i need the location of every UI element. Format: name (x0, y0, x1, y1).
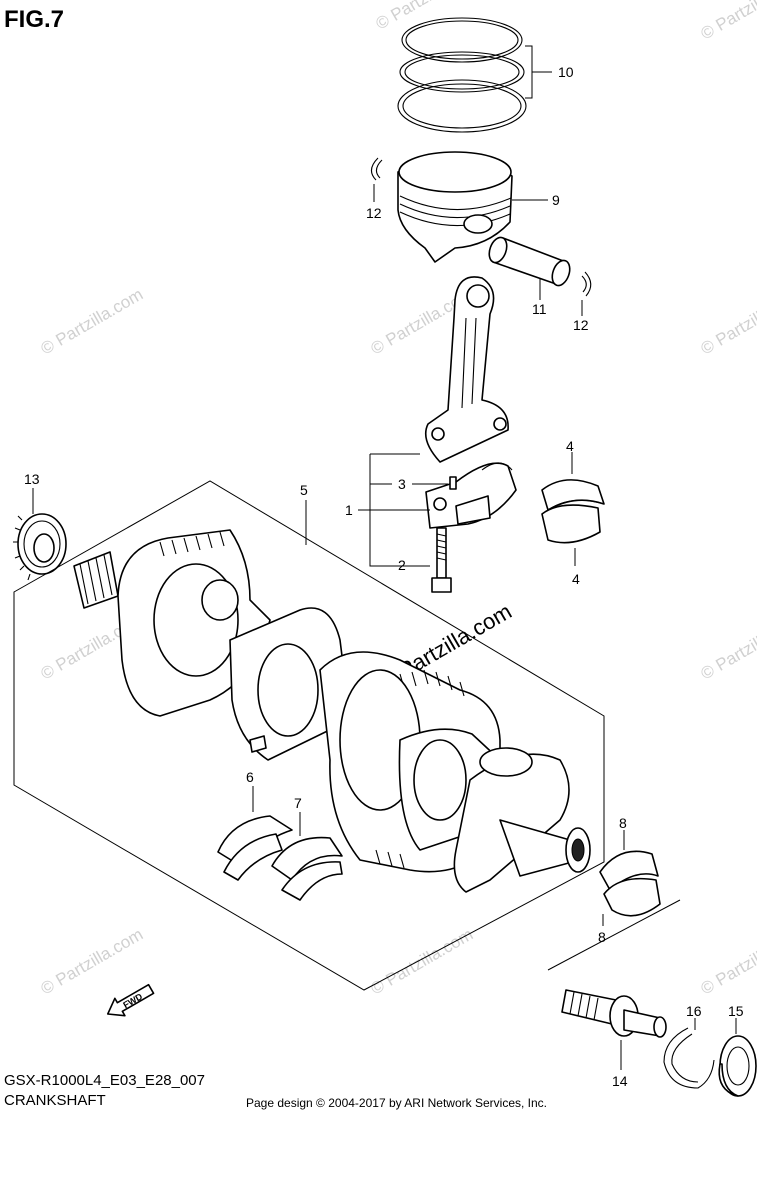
callout-14: 14 (612, 1073, 628, 1089)
oil-seal-part (718, 1035, 757, 1097)
crank-bolt-part (561, 989, 667, 1038)
callout-15: 15 (728, 1003, 744, 1019)
watermark: © Partzilla.com (698, 285, 757, 359)
crankshaft-boundary (13, 480, 605, 991)
watermark: © Partzilla.com (38, 285, 147, 359)
callout-5: 5 (300, 482, 308, 498)
forward-direction-arrow: FWD (106, 983, 155, 1017)
model-code: GSX-R1000L4_E03_E28_007 (4, 1072, 205, 1089)
callout-4-top: 4 (566, 438, 574, 454)
figure-title: FIG.7 (4, 6, 65, 33)
watermark: © Partzilla.com (373, 0, 482, 33)
callout-9: 9 (552, 192, 560, 208)
conrod-bolt-part (431, 527, 452, 593)
crankshaft-part (73, 529, 591, 893)
watermark: © Partzilla.com (698, 925, 757, 999)
piston-rings-part (397, 17, 527, 133)
watermark: © Partzilla.com (368, 925, 477, 999)
callout-12-left: 12 (366, 205, 382, 221)
circlip-right-part (581, 271, 592, 297)
callout-13: 13 (24, 471, 40, 487)
piston-pin-part (488, 236, 571, 287)
circlip-left-part (370, 157, 383, 181)
callout-4-bottom: 4 (572, 571, 580, 587)
watermark: © Partzilla.com (698, 610, 757, 684)
callout-16: 16 (686, 1003, 702, 1019)
callout-12-right: 12 (573, 317, 589, 333)
section-name: CRANKSHAFT (4, 1092, 106, 1109)
callout-7: 7 (294, 795, 302, 811)
watermark: © Partzilla.com (698, 0, 757, 43)
conrod-cap-part (425, 462, 517, 529)
connecting-rod-part (424, 276, 509, 463)
callout-8-top: 8 (619, 815, 627, 831)
callout-11: 11 (532, 301, 547, 317)
watermark: © Partzilla.com (38, 925, 147, 999)
crank-gear-part (13, 513, 67, 581)
main-bearing-part (599, 850, 661, 917)
thrust-bearing-part (217, 815, 293, 881)
callout-8-bottom: 8 (598, 929, 606, 945)
thrust-washer-part (271, 836, 343, 901)
copyright-credit: Page design © 2004-2017 by ARI Network S… (246, 1096, 548, 1110)
callout-6: 6 (246, 769, 254, 785)
dowel-pin-part (449, 476, 457, 490)
snap-ring-part (663, 1027, 715, 1089)
callout-10: 10 (558, 64, 574, 80)
callout-2: 2 (398, 557, 406, 573)
conrod-bearing-part (541, 479, 605, 544)
callout-1: 1 (345, 502, 353, 518)
callout-3: 3 (398, 476, 406, 492)
piston-part (397, 151, 513, 263)
